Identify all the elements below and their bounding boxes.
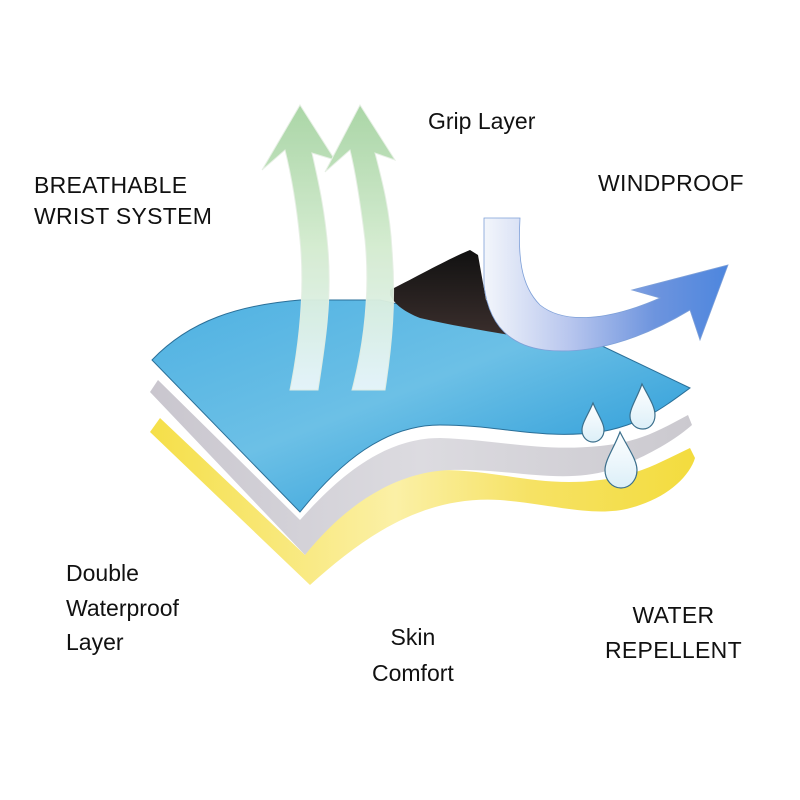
skin-comfort-label: Skin Comfort xyxy=(372,620,454,691)
breathable-line-1: BREATHABLE xyxy=(34,172,188,198)
wind-arrow-icon xyxy=(483,217,729,352)
double-line-3: Layer xyxy=(66,629,124,655)
double-line-1: Double xyxy=(66,560,139,586)
double-waterproof-layer-label: Double Waterproof Layer xyxy=(66,556,179,660)
water-drops-icon xyxy=(581,382,656,489)
comfort-lining-layer xyxy=(150,418,695,585)
grip-layer-label: Grip Layer xyxy=(428,108,536,134)
water-line-2: REPELLENT xyxy=(605,636,742,663)
membrane-layer xyxy=(150,380,692,555)
double-line-2: Waterproof xyxy=(66,594,179,621)
breathable-wrist-system-label: BREATHABLE WRIST SYSTEM xyxy=(34,170,212,232)
breathable-line-2: WRIST SYSTEM xyxy=(34,203,213,230)
skin-line-2: Comfort xyxy=(372,659,454,686)
windproof-label: WINDPROOF xyxy=(598,170,744,196)
water-repellent-label: WATER REPELLENT xyxy=(605,598,742,667)
breathable-arrows-icon xyxy=(261,104,397,391)
skin-line-1: Skin xyxy=(390,624,436,650)
grip-layer xyxy=(390,250,570,335)
water-line-1: WATER xyxy=(632,602,715,628)
